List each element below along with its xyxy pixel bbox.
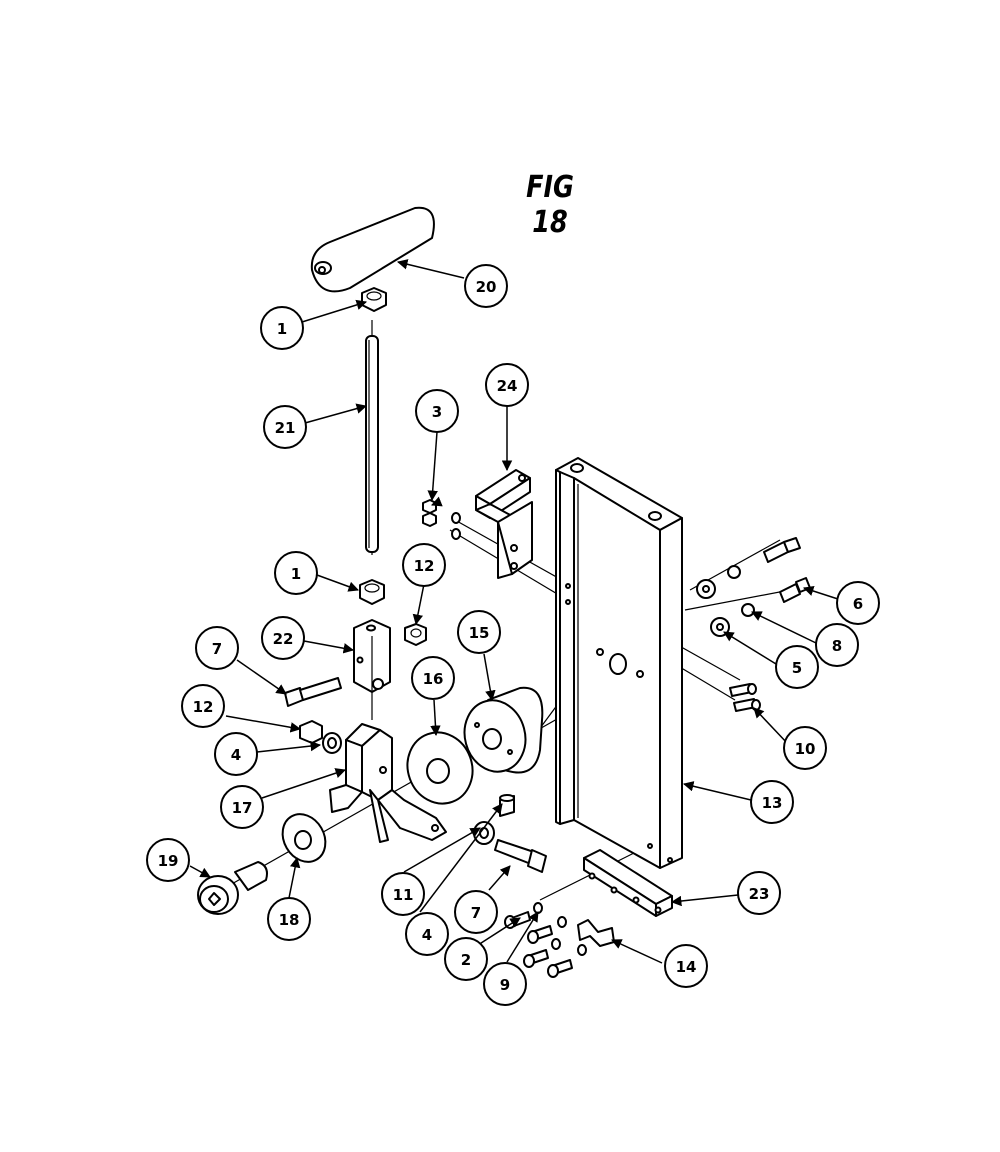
- svg-text:5: 5: [792, 659, 802, 677]
- svg-text:19: 19: [158, 852, 179, 870]
- washer-part-4-lower: [473, 821, 495, 845]
- lock-nut-part-12-left: [299, 720, 323, 744]
- svg-text:4: 4: [422, 926, 432, 944]
- svg-text:14: 14: [676, 958, 697, 976]
- callout-11: 11: [381, 872, 425, 916]
- svg-text:6: 6: [853, 595, 863, 613]
- bolt-part-7-lower: [494, 839, 547, 873]
- nut-part-3: [422, 499, 461, 540]
- callout-13: 13: [750, 780, 794, 824]
- callout-1-top: 1: [260, 306, 304, 350]
- shoulder-bolt-part-19: [197, 861, 268, 915]
- callout-6: 6: [836, 581, 880, 625]
- svg-text:15: 15: [469, 624, 490, 642]
- callout-15: 15: [457, 610, 501, 654]
- callout-3: 3: [415, 389, 459, 433]
- callout-5: 5: [775, 645, 819, 689]
- mounting-plate-part-23: [583, 849, 673, 917]
- bracket-part-17: [329, 723, 447, 843]
- block-part-22: [353, 619, 391, 693]
- hex-nut-part-1-top: [361, 287, 387, 312]
- svg-text:20: 20: [476, 278, 497, 296]
- callout-10: 10: [783, 726, 827, 770]
- pin-part-11: [499, 794, 515, 817]
- callout-balloons: 1 1 2 3 4 4 5 6 7 7 8 9 10 11 12 12 13 1…: [146, 264, 880, 1006]
- callout-9: 9: [483, 962, 527, 1006]
- svg-text:1: 1: [291, 565, 301, 583]
- flat-washer-part-5: [696, 579, 730, 637]
- callout-4-lower: 4: [405, 912, 449, 956]
- svg-text:18: 18: [279, 911, 300, 929]
- svg-text:21: 21: [275, 419, 296, 437]
- svg-text:16: 16: [423, 670, 444, 688]
- svg-text:12: 12: [414, 557, 435, 575]
- svg-text:13: 13: [762, 794, 783, 812]
- svg-text:9: 9: [500, 976, 510, 994]
- callout-16: 16: [411, 656, 455, 700]
- knob-part-20: [310, 206, 435, 293]
- callout-23: 23: [737, 871, 781, 915]
- callout-17: 17: [220, 785, 264, 829]
- callout-8: 8: [815, 623, 859, 667]
- flat-washer-part-18: [281, 813, 327, 863]
- screw-part-10: [729, 683, 761, 712]
- lock-washer-part-8: [727, 565, 755, 617]
- callout-7-upper: 7: [195, 626, 239, 670]
- callout-14: 14: [664, 944, 708, 988]
- callout-7-lower: 7: [454, 890, 498, 934]
- callout-19: 19: [146, 838, 190, 882]
- angle-bracket-part-24: [475, 469, 533, 579]
- svg-text:23: 23: [749, 885, 770, 903]
- callout-18: 18: [267, 897, 311, 941]
- bolt-part-7-upper: [284, 677, 342, 707]
- callout-4-left: 4: [214, 732, 258, 776]
- callout-1-lower: 1: [274, 551, 318, 595]
- svg-text:3: 3: [432, 403, 442, 421]
- svg-text:10: 10: [795, 740, 816, 758]
- leader-lines: [189, 259, 842, 964]
- lock-washer-part-9: [533, 902, 587, 956]
- svg-text:1: 1: [277, 320, 287, 338]
- roller-part-15: [463, 686, 544, 774]
- callout-22: 22: [261, 616, 305, 660]
- washer-part-4-left: [322, 732, 342, 754]
- figure-title: FIG 18: [526, 170, 574, 240]
- svg-text:2: 2: [461, 951, 471, 969]
- svg-text:7: 7: [471, 904, 481, 922]
- svg-text:22: 22: [273, 630, 294, 648]
- spacer-disc-part-16: [406, 731, 474, 805]
- svg-text:8: 8: [832, 637, 842, 655]
- bolt-part-6: [763, 537, 811, 603]
- svg-text:17: 17: [232, 799, 253, 817]
- clip-part-14: [577, 919, 615, 947]
- lock-nut-part-12-right: [404, 623, 427, 646]
- channel-plate-part-13: [555, 457, 683, 869]
- callout-12-left: 12: [181, 684, 225, 728]
- callout-2: 2: [444, 937, 488, 981]
- callout-21: 21: [263, 405, 307, 449]
- screws-lower: [523, 925, 573, 978]
- svg-text:4: 4: [231, 746, 241, 764]
- hex-nut-part-1-lower: [359, 579, 385, 605]
- callout-12-upper: 12: [402, 543, 446, 587]
- callout-20: 20: [464, 264, 508, 308]
- svg-text:24: 24: [497, 377, 518, 395]
- svg-text:11: 11: [393, 886, 414, 904]
- callout-24: 24: [485, 363, 529, 407]
- threaded-rod-part-21: [365, 335, 379, 553]
- svg-text:7: 7: [212, 640, 222, 658]
- svg-text:12: 12: [193, 698, 214, 716]
